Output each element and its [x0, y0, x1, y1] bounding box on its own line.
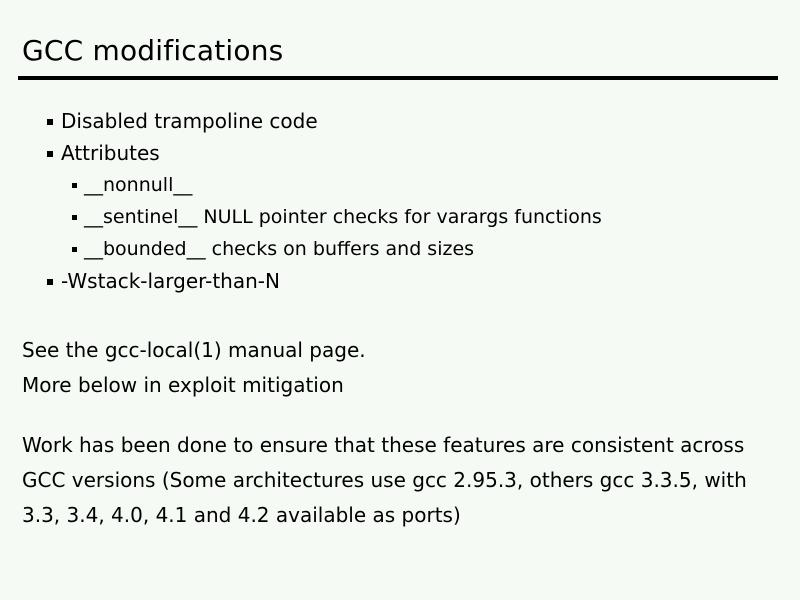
paragraph-line: GCC versions (Some architectures use gcc… — [22, 468, 747, 492]
list-item: Attributes — [0, 140, 800, 172]
square-bullet-icon — [47, 279, 53, 285]
paragraph-block: Work has been done to ensure that these … — [22, 428, 772, 533]
list-item-label: Disabled trampoline code — [61, 109, 318, 133]
title-divider — [18, 76, 778, 80]
square-bullet-icon — [72, 183, 77, 188]
paragraph-line: 3.3, 3.4, 4.0, 4.1 and 4.2 available as … — [22, 503, 461, 527]
list-item-label: __nonnull__ — [84, 174, 193, 196]
square-bullet-icon — [47, 119, 53, 125]
bullet-list: Disabled trampoline code Attributes __no… — [0, 108, 800, 300]
list-item-label: -Wstack-larger-than-N — [61, 269, 280, 293]
page-title: GCC modifications — [22, 34, 284, 67]
list-item-label: Attributes — [61, 141, 160, 165]
notes-block: See the gcc-local(1) manual page. More b… — [22, 333, 772, 403]
square-bullet-icon — [47, 151, 53, 157]
list-item: Disabled trampoline code — [0, 108, 800, 140]
list-item-label: __bounded__ checks on buffers and sizes — [84, 238, 475, 260]
list-item: __bounded__ checks on buffers and sizes — [0, 236, 800, 268]
list-item: __nonnull__ — [0, 172, 800, 204]
square-bullet-icon — [72, 247, 77, 252]
list-item: __sentinel__ NULL pointer checks for var… — [0, 204, 800, 236]
note-line: More below in exploit mitigation — [22, 373, 344, 397]
list-item-label: __sentinel__ NULL pointer checks for var… — [84, 206, 602, 228]
list-item: -Wstack-larger-than-N — [0, 268, 800, 300]
paragraph-line: Work has been done to ensure that these … — [22, 433, 745, 457]
note-line: See the gcc-local(1) manual page. — [22, 338, 366, 362]
square-bullet-icon — [72, 215, 77, 220]
